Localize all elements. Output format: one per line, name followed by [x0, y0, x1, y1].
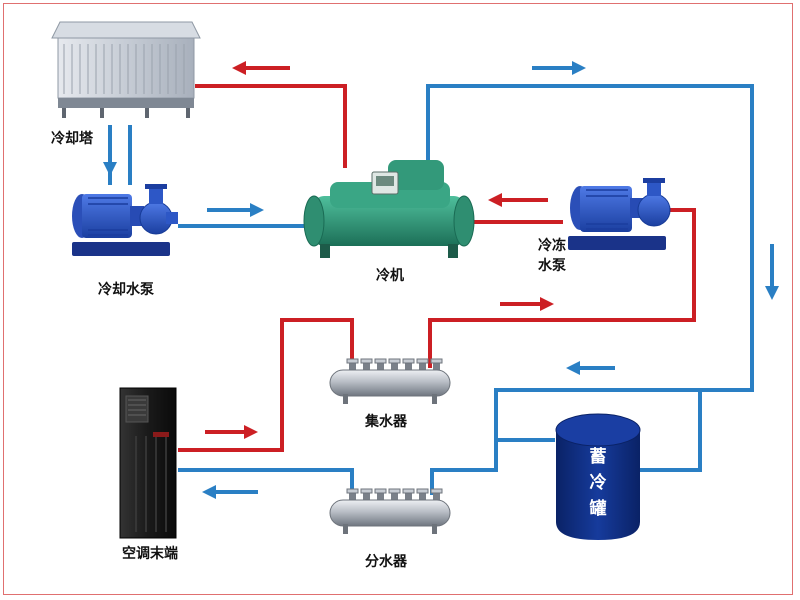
diagram-frame — [3, 3, 793, 595]
tank-label-char-2: 冷 — [590, 472, 607, 493]
arrow-left-blue-mid — [566, 361, 615, 375]
cooling-tower-label: 冷却塔 — [51, 130, 94, 147]
arrow-down-blue-tower-a — [103, 133, 117, 176]
pipes — [108, 84, 754, 495]
arrow-left-red-chilled — [488, 193, 548, 207]
pipe-collector-to-terminal — [178, 318, 354, 452]
pipe-chiller-supply — [426, 84, 754, 495]
chilled-pump-label-line2: 水泵 — [538, 257, 566, 274]
arrow-left-red-top — [232, 61, 290, 75]
manifold-icon: 集水器 — [329, 358, 451, 430]
collector-label: 集水器 — [364, 413, 408, 430]
arrow-left-blue-terminal — [202, 485, 258, 499]
cabinet-unit-icon: 空调末端 — [119, 387, 178, 562]
cooling-tower-icon: 冷却塔 — [51, 21, 201, 147]
pipe-chiller-to-tower — [195, 84, 347, 168]
distributor-label: 分水器 — [365, 553, 408, 570]
tank-label-char-1: 蓄 — [590, 446, 607, 467]
chiller-label: 冷机 — [376, 267, 404, 284]
tank-icon: 蓄 冷 罐 — [555, 413, 641, 540]
arrow-down-blue-right — [765, 244, 779, 300]
chilled-pump-label-line1: 冷冻 — [538, 237, 566, 254]
arrow-right-red-mid — [500, 297, 554, 311]
arrow-right-red-terminal — [205, 425, 258, 439]
chiller-icon: 冷机 — [303, 160, 475, 284]
pipe-tank-right — [640, 390, 702, 472]
ac-terminal-label: 空调末端 — [122, 545, 178, 562]
cooling-pump-label: 冷却水泵 — [98, 281, 154, 298]
tank-label-char-3: 罐 — [589, 498, 607, 519]
manifold-icon: 分水器 — [329, 488, 451, 570]
flow-arrows — [103, 61, 779, 499]
pipe-distributor-to-terminal — [178, 468, 354, 495]
arrow-right-blue-top — [532, 61, 586, 75]
arrow-right-blue-pump — [207, 203, 264, 217]
pump-icon: 冷冻 水泵 — [538, 178, 671, 274]
pump-icon: 冷却水泵 — [72, 184, 178, 298]
pipe-pump-to-chiller — [428, 208, 696, 368]
